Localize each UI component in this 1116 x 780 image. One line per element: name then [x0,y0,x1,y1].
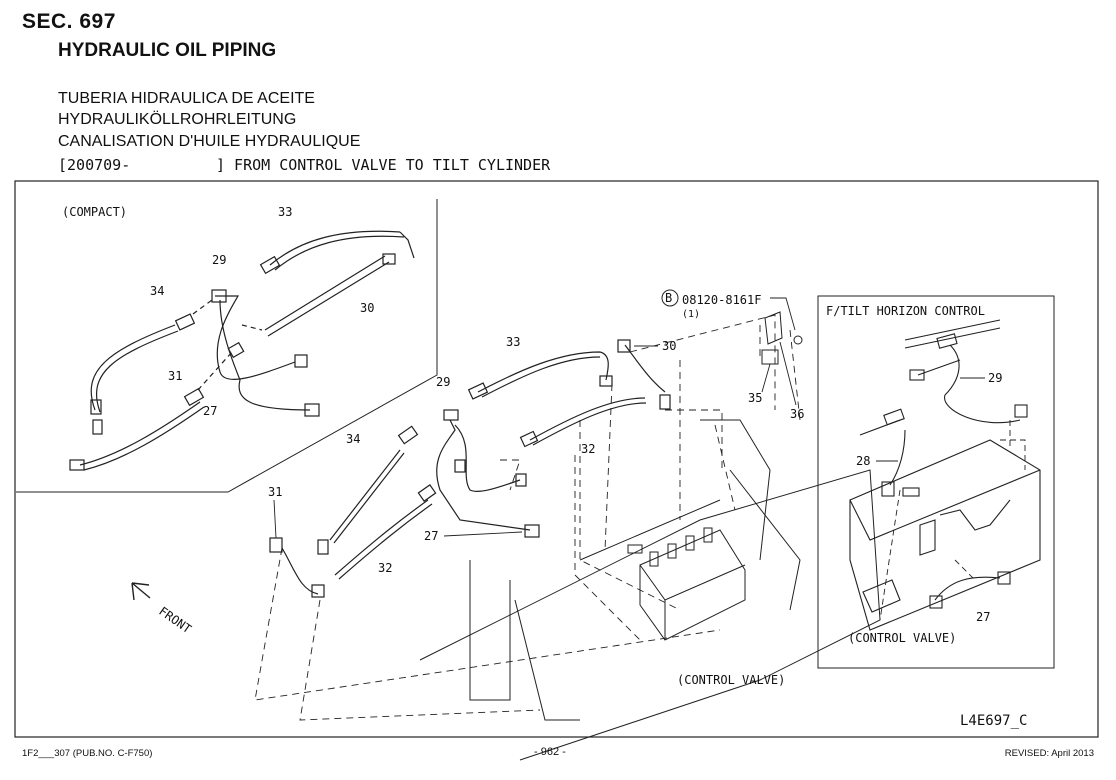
callout-28-inset: 28 [856,454,870,468]
assembly-guide-lines [254,314,801,721]
main-pipe-27 [436,419,531,531]
truck-frame [419,419,881,761]
callout-31-main: 31 [268,485,282,499]
drawing-id: L4E697_C [960,713,1027,729]
front-label: FRONT [156,604,194,636]
main-hose-34 [329,449,401,541]
diagram-frame [14,180,1099,738]
main-pipe-31 [281,547,319,595]
compact-hose-30 [264,255,386,331]
bolt-part-number: 08120-8161F [682,293,761,307]
main-hose-32-upper [529,397,646,441]
compact-hose-33 [269,230,401,266]
control-valve-label: (CONTROL VALVE) [677,673,785,687]
compact-label: (COMPACT) [62,205,127,219]
compact-pipe-27 [215,295,296,380]
bracket-parts [761,311,803,365]
page-title: HYDRAULIC OIL PIPING [58,40,277,61]
compact-hoses [69,230,415,471]
callout-36: 36 [790,407,804,421]
main-pipe-30 [624,344,666,393]
tilt-inset-parts [849,319,1041,631]
footer-revision: REVISED: April 2013 [1004,748,1094,759]
callout-35: 35 [748,391,762,405]
callout-34-main: 34 [346,432,360,446]
callout-29-main: 29 [436,375,450,389]
serial-range: [200709- ] FROM CONTROL VALVE TO TILT CY… [58,156,550,174]
compact-fitting [259,255,281,275]
callout-33: 33 [278,205,292,219]
spacer-35 [761,349,779,365]
front-arrow-icon [131,582,151,601]
serial-note: ] FROM CONTROL VALVE TO TILT CYLINDER [216,156,551,174]
tilt-inset-frame [817,295,1055,669]
compact-hose-31 [79,401,201,466]
serial-start: [200709- [58,156,131,174]
main-hose-32-lower [334,499,429,576]
section-number: SEC. 697 [22,10,116,33]
footer-publication: 1F2___307 (PUB.NO. C-F750) [22,748,153,759]
callout-30-main: 30 [662,339,676,353]
callout-34: 34 [150,284,164,298]
title-spanish: TUBERIA HIDRAULICA DE ACEITE [58,90,315,107]
bolt-callout-letter: B [665,291,672,305]
callout-32-main-upper: 32 [581,442,595,456]
main-hoses [269,339,671,598]
callout-27-inset: 27 [976,610,990,624]
inset-control-valve-label: (CONTROL VALVE) [848,631,956,645]
bolt-quantity: (1) [682,309,700,320]
control-valve [627,527,746,641]
bolt-callout-circle [661,289,679,307]
compact-hose-34 [90,324,176,411]
callout-29-inset: 29 [988,371,1002,385]
callout-33-main: 33 [506,335,520,349]
callout-31: 31 [168,369,182,383]
title-french: CANALISATION D'HUILE HYDRAULIQUE [58,133,361,150]
callout-30: 30 [360,301,374,315]
main-hose-33 [477,351,609,393]
bracket-36 [764,311,783,345]
callout-29: 29 [212,253,226,267]
callout-27-main: 27 [424,529,438,543]
callout-32-main-lower: 32 [378,561,392,575]
tilt-inset-label: F/TILT HORIZON CONTROL [826,304,985,318]
footer-page-number: - 962 - [534,746,566,758]
compact-panel-border [16,199,438,493]
title-german: HYDRAULIKÖLLROHRLEITUNG [58,111,297,128]
callout-27: 27 [203,404,217,418]
bolt-icon [793,335,803,345]
